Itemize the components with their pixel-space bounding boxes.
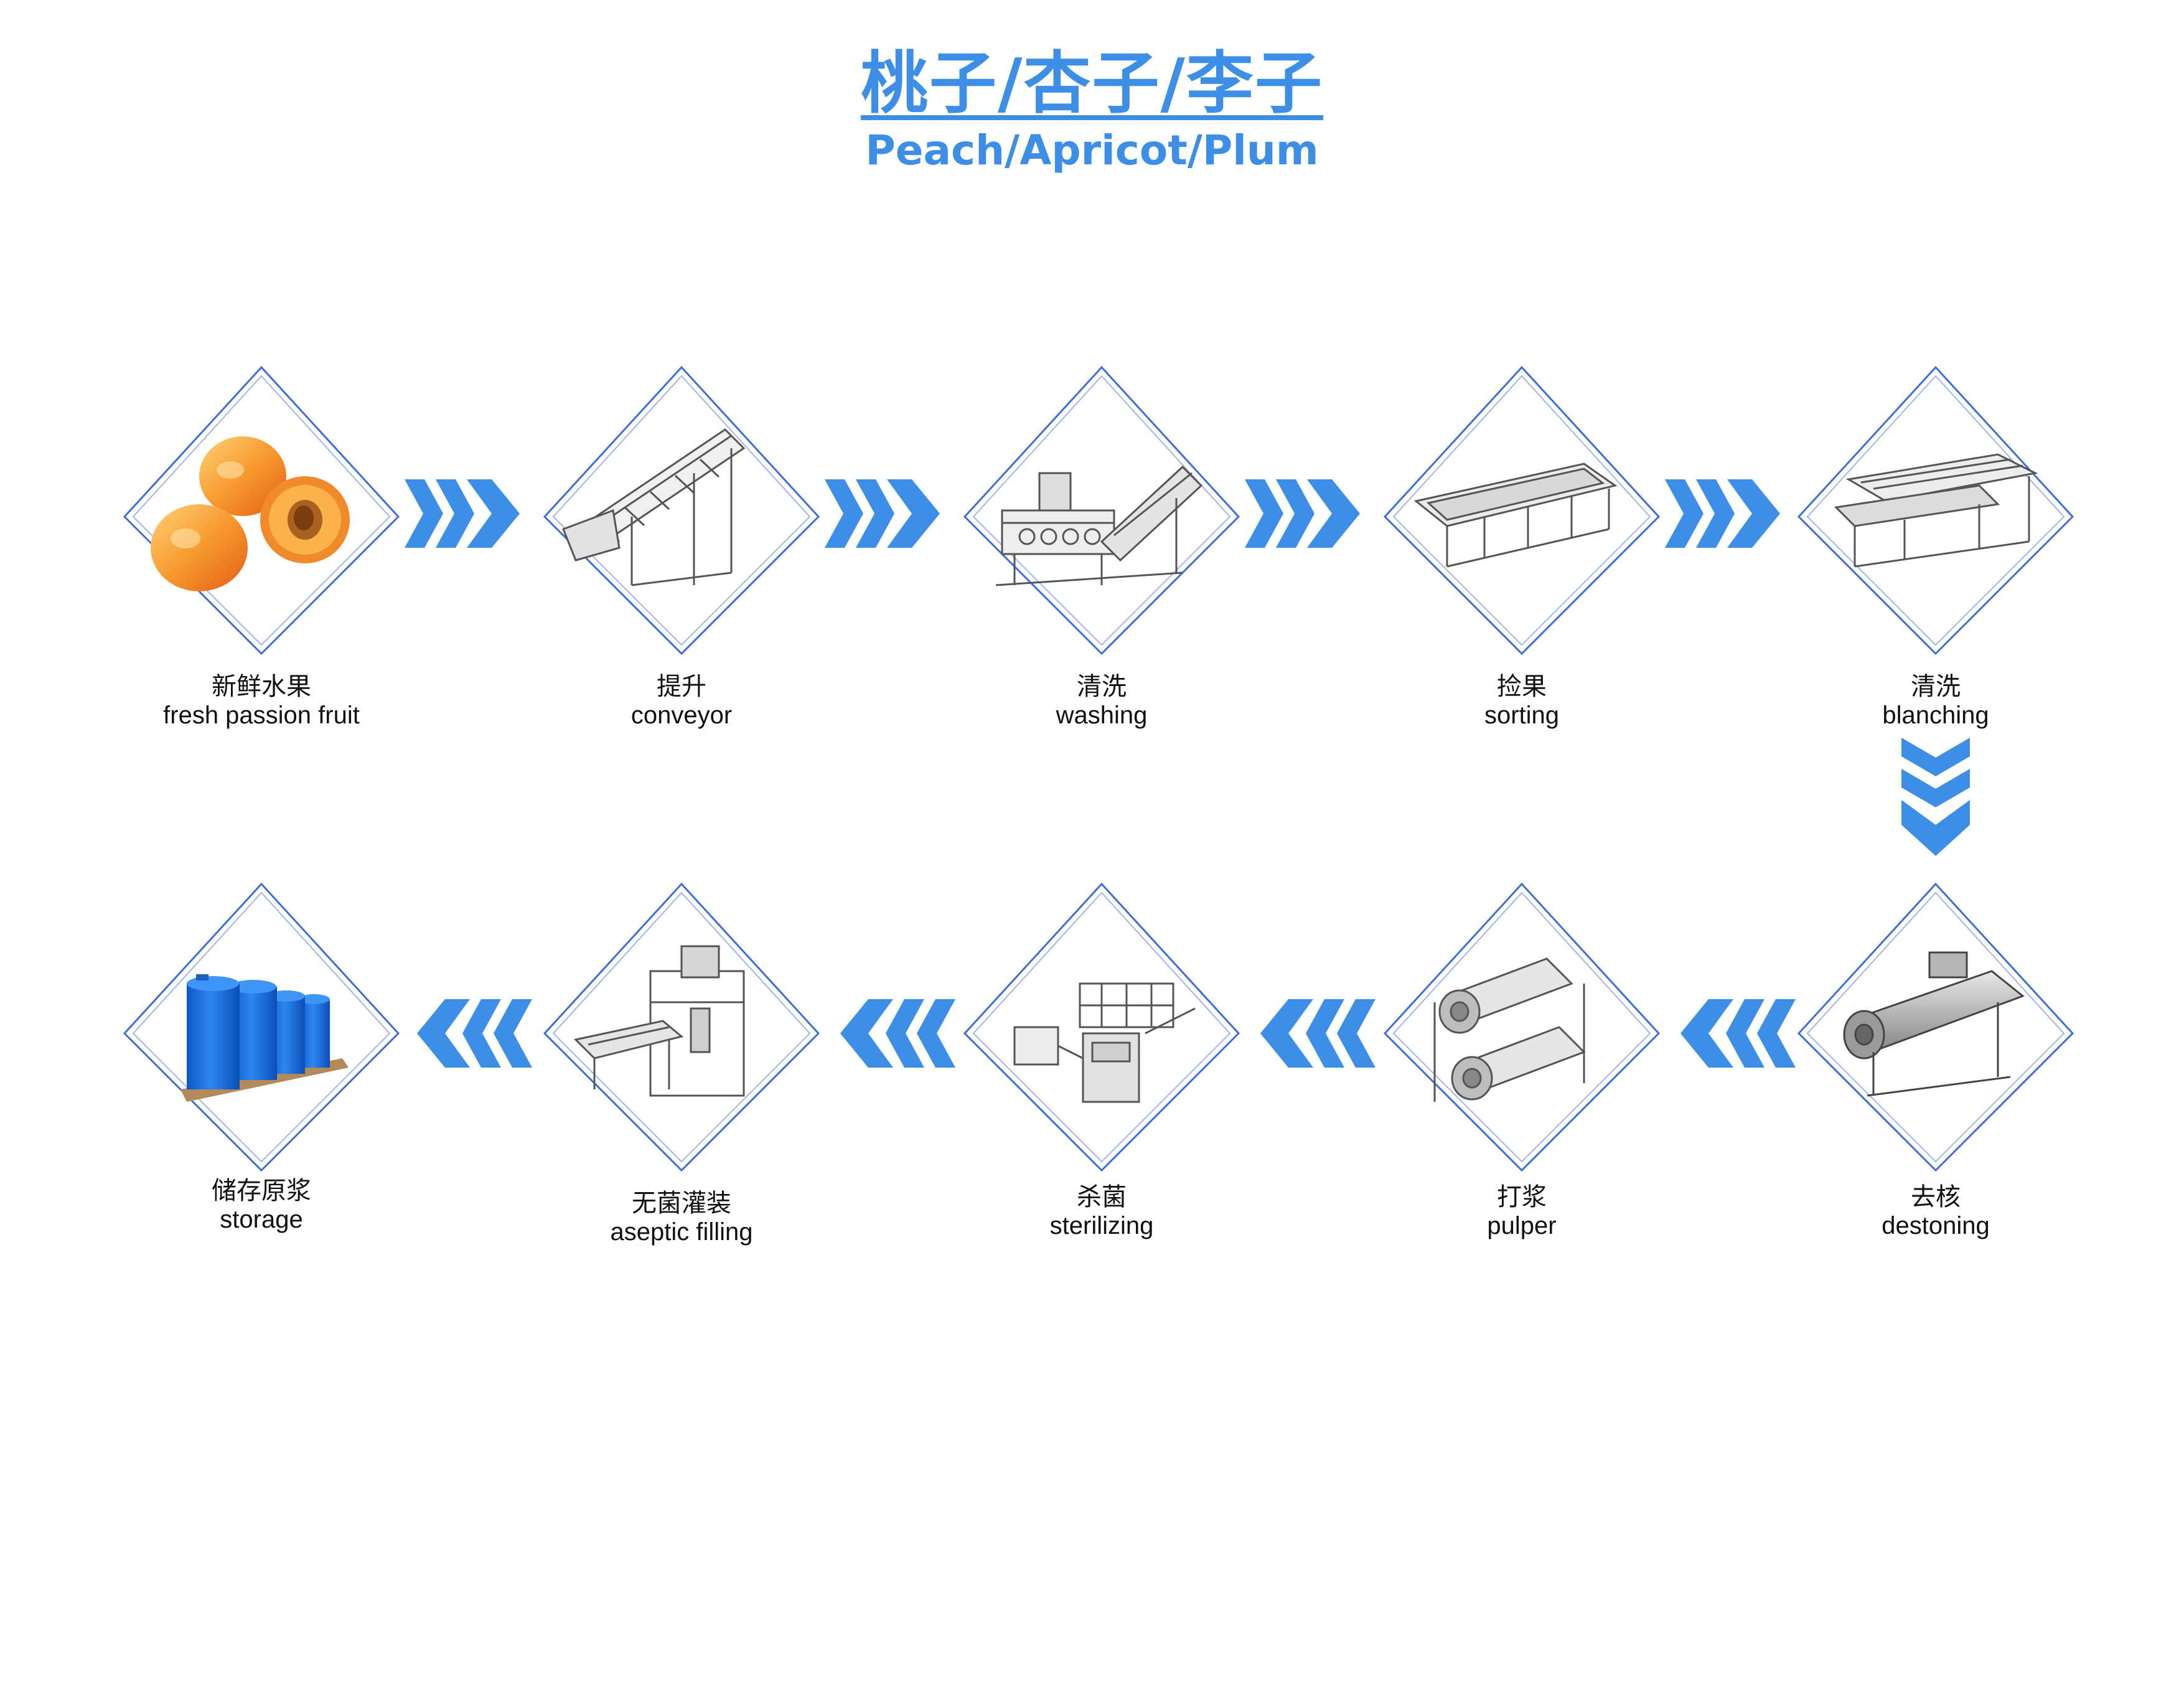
step-label-en: storage xyxy=(220,1206,303,1233)
step-conveyor: 提升 conveyor xyxy=(538,361,825,729)
flow-arrow-right xyxy=(1245,479,1360,548)
step-label-en: blanching xyxy=(1882,702,1989,729)
conveyor-machine-icon xyxy=(562,428,746,586)
step-diamond xyxy=(123,365,400,656)
flow-arrow-right xyxy=(1665,479,1780,548)
step-diamond xyxy=(1383,882,1661,1172)
step-label-zh: 杀菌 xyxy=(1077,1183,1127,1211)
step-label-en: destoning xyxy=(1882,1212,1990,1239)
flow-arrow-down xyxy=(1901,738,1970,856)
step-label-en: fresh passion fruit xyxy=(163,702,360,729)
step-label-en: sorting xyxy=(1484,702,1560,729)
blanching-machine-icon xyxy=(1834,453,2038,568)
washing-machine-icon xyxy=(995,465,1203,586)
step-destoning: 去核 destoning xyxy=(1793,878,2079,1239)
step-label-en: aseptic filling xyxy=(610,1218,753,1246)
flow-arrow-left xyxy=(1260,999,1376,1068)
step-aseptic-filling: 无菌灌装 aseptic filling xyxy=(538,878,825,1246)
step-washing: 清洗 washing xyxy=(958,361,1245,729)
step-diamond xyxy=(963,365,1240,656)
step-diamond xyxy=(963,882,1240,1172)
step-diamond xyxy=(543,882,820,1172)
flow-arrow-right xyxy=(825,479,940,548)
pulper-machine-icon xyxy=(1433,957,1586,1102)
flow-arrow-right xyxy=(405,479,520,548)
step-diamond xyxy=(1797,365,2074,656)
step-pulper: 打浆 pulper xyxy=(1379,878,1665,1239)
step-fresh-fruit: 新鲜水果 fresh passion fruit xyxy=(118,361,405,729)
page-title-chinese: 桃子/杏子/李子 xyxy=(861,45,1323,123)
page-header: 桃子/杏子/李子 Peach/Apricot/Plum xyxy=(0,44,2184,175)
step-diamond xyxy=(1383,365,1661,656)
step-sorting: 捡果 sorting xyxy=(1379,361,1665,729)
step-label-zh: 新鲜水果 xyxy=(212,672,311,701)
page-title-english: Peach/Apricot/Plum xyxy=(865,126,1319,174)
step-label-en: washing xyxy=(1056,702,1148,729)
sterilizer-icon xyxy=(1013,982,1196,1103)
step-diamond xyxy=(123,882,400,1172)
step-label-zh: 提升 xyxy=(657,672,706,701)
step-label-zh: 打浆 xyxy=(1497,1183,1547,1211)
step-label-zh: 储存原浆 xyxy=(212,1177,311,1205)
step-sterilizing: 杀菌 sterilizing xyxy=(958,878,1245,1239)
step-label-zh: 清洗 xyxy=(1911,672,1961,701)
step-blanching: 清洗 blanching xyxy=(1793,361,2079,729)
destoning-machine-icon xyxy=(1843,951,2025,1097)
step-label-en: conveyor xyxy=(630,702,733,729)
step-label-en: pulper xyxy=(1487,1212,1557,1239)
step-label-zh: 清洗 xyxy=(1077,672,1127,701)
aseptic-filler-icon xyxy=(573,945,745,1097)
step-storage: 储存原浆 storage xyxy=(118,878,405,1233)
apricot-fruit-icon xyxy=(151,436,350,591)
step-label-zh: 捡果 xyxy=(1497,672,1547,701)
storage-drums-icon xyxy=(180,974,349,1102)
sorting-table-icon xyxy=(1413,463,1618,568)
step-diamond xyxy=(1797,882,2074,1172)
step-label-zh: 去核 xyxy=(1911,1183,1961,1211)
step-label-en: sterilizing xyxy=(1049,1212,1154,1239)
step-label-zh: 无菌灌装 xyxy=(632,1189,731,1218)
flow-arrow-left xyxy=(840,999,955,1068)
flow-arrow-left xyxy=(1680,999,1796,1068)
flow-arrow-left xyxy=(417,999,532,1068)
step-diamond xyxy=(543,365,820,656)
